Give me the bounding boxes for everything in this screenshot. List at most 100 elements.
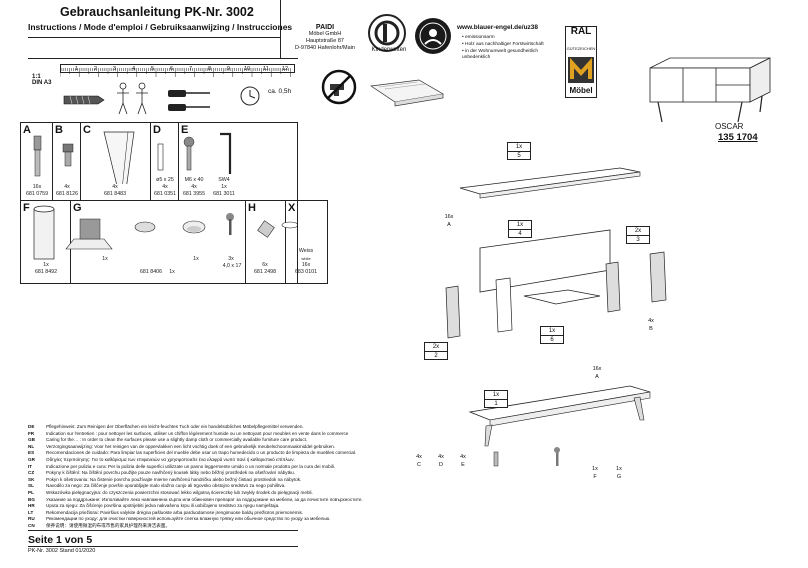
part-qty: 1x — [221, 184, 227, 190]
page-number: Seite 1 von 5 — [28, 534, 93, 546]
care-note-text: Navodilo za nego: Za čiščenje površin up… — [46, 483, 286, 489]
ruler-number: 4 — [132, 66, 136, 72]
two-persons-icon — [117, 82, 148, 115]
callout-qty: 1x — [492, 392, 500, 398]
divider — [28, 530, 298, 531]
language-code: NL — [28, 443, 35, 449]
paidi-logo — [368, 14, 406, 52]
part-qty: 16x — [301, 262, 311, 268]
part-qty: 4x — [112, 184, 118, 190]
part-letter: A — [23, 124, 31, 136]
part-code: 681 0351 — [153, 191, 177, 197]
part-qty: 6x — [262, 262, 268, 268]
part-qty: 1x — [193, 256, 199, 262]
company-line: Hauptstraße 87 — [306, 38, 344, 44]
tools-illustration — [63, 82, 260, 115]
bracket-h-icon — [257, 220, 275, 238]
part-code: 681 3955 — [182, 191, 206, 197]
language-code: PL — [28, 490, 34, 495]
callout-letter: A — [447, 222, 451, 228]
blue-angel-url: www.blauer-engel.de/uz38 — [457, 24, 539, 31]
table-border — [297, 200, 328, 201]
ruler-number: 11 — [263, 66, 269, 72]
angel-point: unbedenklich — [462, 55, 491, 60]
part-note: white — [301, 256, 311, 261]
callout-num: 4 — [509, 229, 531, 238]
ruler-number: 1 — [75, 66, 79, 72]
ruler-number: 7 — [189, 66, 193, 72]
callout-qty: 1x — [616, 466, 622, 472]
company-name: PAIDI — [315, 24, 335, 31]
callout-num: 2 — [425, 351, 447, 360]
part-qty: 1x — [43, 262, 49, 268]
care-note-text: Indication sur l'entretien : pour nettoy… — [46, 430, 349, 436]
table-border — [285, 200, 286, 283]
screw-icon — [63, 95, 105, 105]
part-code: 681 2498 — [253, 269, 277, 275]
ruler-number: 9 — [227, 66, 231, 72]
part-code: 681 3011 — [213, 191, 235, 197]
table-border — [178, 122, 179, 200]
callout-qty: 1x — [548, 328, 556, 334]
divider — [28, 546, 298, 547]
callout-letter: A — [595, 374, 599, 380]
glide-plate-icon — [65, 218, 113, 250]
callout-qty: 16x — [444, 214, 454, 220]
care-note-text: Verzorgingsaanwijzing: Voor het reinigen… — [46, 443, 336, 449]
part-code: 683 0101 — [294, 269, 318, 275]
manual-subtitle: Instructions / Mode d'emploi / Gebruiksa… — [28, 22, 293, 32]
language-code: SK — [28, 476, 35, 482]
callout-num: 3 — [627, 235, 649, 244]
part-size: SW4 — [218, 177, 230, 183]
callout-qty: 1x — [515, 144, 523, 150]
ruler-number: 6 — [170, 66, 174, 72]
clock-icon — [240, 86, 260, 106]
screw-small-icon — [226, 213, 234, 235]
bolt-e-icon — [183, 136, 195, 171]
screwdriver-icon — [168, 104, 210, 111]
callout-qty: 4x — [438, 454, 444, 460]
callout-qty: 4x — [460, 454, 466, 460]
part-letter: G — [73, 202, 82, 214]
parts-illustrations-row2 — [33, 205, 297, 260]
language-code: ES — [28, 450, 35, 456]
care-note-text: Pflegehinweis: Zum Reinigen der Oberfläc… — [46, 424, 304, 429]
part-letter: B — [55, 124, 63, 136]
leg-c-icon — [103, 131, 135, 184]
cover-cap-x-icon — [281, 221, 297, 229]
part-qty: 4x — [191, 184, 197, 190]
callout-letter: G — [616, 474, 622, 480]
care-note-text: Rekomendacija priežiūrai: Paviršius valy… — [46, 509, 304, 515]
part-qty: 4x — [64, 184, 70, 190]
language-code: HR — [28, 503, 35, 509]
part-letter: X — [288, 202, 296, 214]
divider — [280, 0, 281, 58]
dowel-d-icon — [157, 143, 164, 171]
table-border — [20, 122, 297, 123]
callout-letter: F — [593, 474, 597, 480]
callout-qty: 1x — [592, 466, 598, 472]
scale-ratio: 1:1 DIN A3 — [32, 74, 51, 86]
dowel-a-icon — [33, 135, 42, 177]
ral-label: RAL — [570, 26, 592, 37]
care-note-text: Рекомендации по уходу: для очистки повер… — [46, 516, 331, 522]
ruler-number: 12 — [282, 66, 289, 72]
table-border — [20, 283, 297, 284]
part-size: ø5 x 25 — [156, 177, 174, 183]
part-letter: D — [153, 124, 161, 136]
ral-seal — [565, 26, 597, 98]
callout-num: 5 — [508, 151, 530, 160]
part-code: 681 0759 — [25, 191, 49, 197]
